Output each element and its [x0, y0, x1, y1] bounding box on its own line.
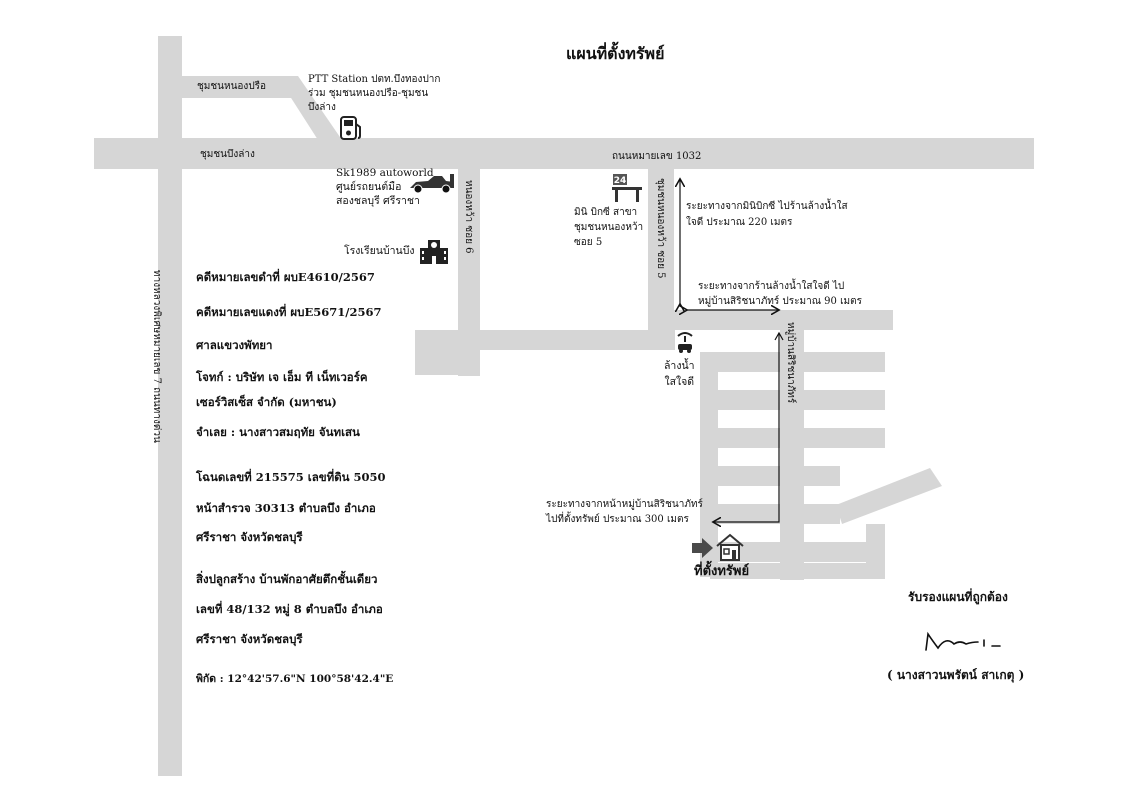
certification-label: รับรองแผนที่ถูกต้อง [908, 590, 1008, 604]
road-village-edge [866, 524, 885, 579]
signer-name: ( นางสาวนพรัตน์ สาเกตุ ) [887, 668, 1025, 682]
plaintiff-line-2: เซอร์วิสเซ็ส จำกัด (มหาชน) [196, 395, 337, 409]
court-name: ศาลแขวงพัทยา [196, 338, 273, 352]
road-connector [415, 330, 675, 350]
road-village-branch [710, 352, 885, 372]
deed-line-2: หน้าสำรวจ 30313 ตำบลบึง อำเภอ [196, 501, 376, 515]
distance-label-3: ระยะทางจากหน้าหมู่บ้านสิริชนาภัทร์ ไปที่… [546, 499, 703, 525]
road-label-bueng-lang: ชุมชนบึงล่าง [200, 149, 255, 160]
building-line-2: เลขที่ 48/132 หมู่ 8 ตำบลบึง อำเภอ [196, 602, 383, 616]
property-arrow-icon [692, 538, 713, 558]
distance-label-1: ระยะทางจากมินิบิกซี ไปร้านล้างน้ำใส ใจดี… [686, 201, 848, 228]
defendant: จำเลย : นางสาวสมฤทัย จันทเสน [196, 425, 360, 439]
road-village-branch [710, 390, 885, 410]
autoworld-label: Sk1989 autoworld ศูนย์รถยนต์มือ สองชลบุร… [336, 167, 434, 207]
road-highway-1032 [94, 138, 1034, 169]
road-label-highway-1032: ถนนหมายเลข 1032 [612, 151, 702, 162]
gas-station-icon [340, 116, 361, 140]
signature [925, 631, 1001, 651]
page-title: แผนที่ตั้งทรัพย์ [566, 44, 665, 63]
road-nong-pla-lai [182, 76, 292, 98]
road-village-branch [710, 563, 885, 579]
car-wash-icon [677, 332, 693, 353]
road-village-branch [710, 428, 885, 448]
building-line-1: สิ่งปลูกสร้าง บ้านพักอาศัยตึกชั้นเดียว [196, 572, 378, 586]
road-soi-6 [458, 169, 480, 376]
ptt-station-label: PTT Station ปตท.บึงทองปาก ร่วม ชุมชนหนอง… [308, 74, 441, 113]
minibigc-label: มินิ บิกซี สาขา ชุมชนหนองหว้า ซอย 5 [574, 207, 644, 248]
road-village-branch [710, 466, 840, 486]
distance-label-2: ระยะทางจากร้านล้างน้ำใสใจดี ไป หมู่บ้านส… [698, 281, 862, 307]
case-black-number: คดีหมายเลขดำที่ ผบE4610/2567 [196, 270, 375, 284]
road-connector-spur [415, 330, 463, 375]
road-to-village [648, 310, 893, 330]
coordinates: พิกัด : 12°42'57.6"N 100°58'42.4"E [196, 673, 394, 685]
road-label-nong-pla-lai: ชุมชนหนองปรือ [197, 81, 267, 92]
house-icon [716, 533, 744, 561]
race-car-icon [410, 174, 454, 194]
plaintiff-line-1: โจทก์ : บริษัท เจ เอ็ม ที เน็ทเวอร์ค [196, 370, 368, 384]
deed-line-1: โฉนดเลขที่ 215575 เลขที่ดิน 5050 [196, 470, 386, 484]
carwash-label: ล้างน้ำ ใสใจดี [664, 360, 695, 388]
road-village-branch [710, 542, 885, 562]
deed-line-3: ศรีราชา จังหวัดชลบุรี [196, 530, 303, 544]
building-line-3: ศรีราชา จังหวัดชลบุรี [196, 632, 303, 646]
convenience-store-icon: 24 [612, 174, 642, 202]
road-village-branch [710, 504, 840, 524]
case-red-number: คดีหมายเลขแดงที่ ผบE5671/2567 [196, 305, 382, 319]
school-icon [420, 240, 448, 264]
school-label: โรงเรียนบ้านบึง [344, 245, 415, 257]
svg-text:24: 24 [614, 176, 627, 186]
property-label: ที่ตั้งทรัพย์ [694, 564, 750, 579]
